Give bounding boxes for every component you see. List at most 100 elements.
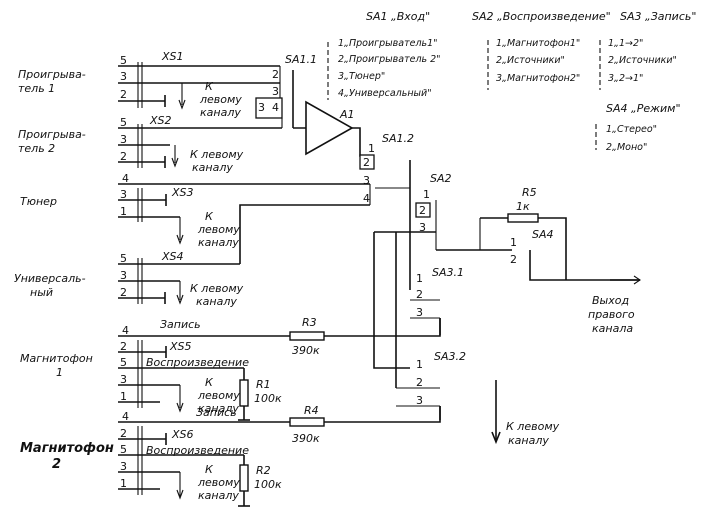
svg-text:XS1: XS1 <box>161 50 184 63</box>
svg-text:2„Источники": 2„Источники" <box>496 55 565 66</box>
svg-text:SA1.2: SA1.2 <box>382 132 414 145</box>
svg-text:XS3: XS3 <box>171 186 194 199</box>
source-player2-line1: Проигрыва- <box>18 128 86 141</box>
svg-text:1„Проигрыватель1": 1„Проигрыватель1" <box>338 38 438 49</box>
svg-text:правого: правого <box>588 308 635 321</box>
svg-text:левому: левому <box>197 476 240 489</box>
svg-text:2: 2 <box>416 376 423 389</box>
svg-text:2„Моно": 2„Моно" <box>606 142 647 153</box>
to-left-channel-6: К левому каналу <box>176 463 240 502</box>
svg-text:Запись: Запись <box>196 406 237 419</box>
svg-text:3„Тюнер": 3„Тюнер" <box>338 71 385 82</box>
switch-sa4: SA4 1 2 <box>510 228 640 281</box>
svg-text:2: 2 <box>120 286 127 299</box>
svg-text:К левому: К левому <box>190 148 244 161</box>
svg-text:XS5: XS5 <box>169 340 192 353</box>
svg-text:2: 2 <box>272 68 279 81</box>
source-player1-line2: тель 1 <box>18 82 55 95</box>
svg-text:1„Магнитофон1": 1„Магнитофон1" <box>496 38 580 49</box>
svg-text:3: 3 <box>120 269 127 282</box>
svg-text:SA4 „Режим": SA4 „Режим" <box>606 102 681 115</box>
svg-text:каналу: каналу <box>508 434 549 447</box>
resistor-r5: R5 1к <box>479 186 567 280</box>
svg-text:1: 1 <box>510 236 517 249</box>
svg-text:SA3.1: SA3.1 <box>432 266 464 279</box>
svg-text:SA1.1: SA1.1 <box>285 53 317 66</box>
svg-text:3„Магнитофон2": 3„Магнитофон2" <box>496 73 580 84</box>
svg-text:390к: 390к <box>292 432 320 445</box>
svg-text:К: К <box>205 80 214 93</box>
to-left-channel-2: К левому каналу <box>171 145 244 174</box>
svg-text:2: 2 <box>510 253 517 266</box>
connector-xs2: 5 3 2 XS2 <box>118 114 282 168</box>
svg-text:XS4: XS4 <box>161 250 184 263</box>
svg-text:2: 2 <box>419 204 426 217</box>
svg-text:3: 3 <box>120 188 127 201</box>
to-left-channel-3: К левому каналу <box>176 210 240 249</box>
to-left-channel-bottom: К левому каналу <box>491 380 560 447</box>
svg-text:A1: A1 <box>339 108 355 121</box>
svg-text:1: 1 <box>423 188 430 201</box>
svg-text:каналу: каналу <box>192 161 233 174</box>
svg-text:3: 3 <box>120 133 127 146</box>
svg-text:3: 3 <box>120 460 127 473</box>
svg-text:3: 3 <box>272 85 279 98</box>
svg-text:2: 2 <box>363 156 370 169</box>
resistor-r2: R2 100к <box>238 455 282 507</box>
svg-text:100к: 100к <box>254 478 282 491</box>
svg-text:1: 1 <box>416 358 423 371</box>
svg-text:XS2: XS2 <box>149 114 172 127</box>
connector-xs3: 4 3 1 XS3 <box>118 172 370 222</box>
svg-text:4: 4 <box>363 192 370 205</box>
svg-text:К: К <box>205 210 214 223</box>
switch-sa2: SA2 1 2 3 <box>374 172 512 251</box>
svg-text:каналу: каналу <box>198 236 239 249</box>
svg-text:каналу: каналу <box>198 489 239 502</box>
svg-text:R5: R5 <box>522 186 537 199</box>
connector-xs5: 4 2 5 3 1 Запись XS5 Воспроизведение <box>118 318 300 408</box>
source-tape2-line2: 2 <box>52 457 61 472</box>
source-player2-line2: тель 2 <box>18 142 55 155</box>
svg-text:канала: канала <box>592 322 633 335</box>
resistor-r4: R4 390к <box>289 404 441 445</box>
output-right-channel: Выход правого канала <box>588 275 641 335</box>
svg-text:5: 5 <box>120 443 127 456</box>
connector-xs6: 4 2 5 3 1 Запись XS6 Воспроизведение <box>118 406 290 495</box>
svg-text:1: 1 <box>120 477 127 490</box>
opamp-a1: A1 <box>305 100 368 157</box>
svg-text:SA3 „Запись": SA3 „Запись" <box>620 10 696 23</box>
svg-text:5: 5 <box>120 116 127 129</box>
svg-text:2: 2 <box>120 340 127 353</box>
svg-text:левому: левому <box>199 93 242 106</box>
svg-text:1: 1 <box>120 390 127 403</box>
svg-text:2: 2 <box>120 427 127 440</box>
svg-text:каналу: каналу <box>196 295 237 308</box>
svg-text:К: К <box>205 376 214 389</box>
svg-text:SA1 „Вход": SA1 „Вход" <box>366 10 430 23</box>
svg-text:Воспроизведение: Воспроизведение <box>146 444 249 457</box>
source-tuner: Тюнер <box>20 195 57 208</box>
svg-text:2: 2 <box>120 150 127 163</box>
svg-text:3: 3 <box>120 70 127 83</box>
svg-text:390к: 390к <box>292 344 320 357</box>
svg-text:4: 4 <box>272 101 279 114</box>
svg-text:левому: левому <box>197 389 240 402</box>
connector-xs1: 5 3 2 XS1 <box>118 50 280 108</box>
svg-text:R1: R1 <box>256 378 271 391</box>
switch-sa1-2: SA1.2 1 2 3 4 <box>359 132 414 290</box>
svg-text:3: 3 <box>416 394 423 407</box>
svg-text:3„2→1": 3„2→1" <box>608 73 643 84</box>
svg-text:5: 5 <box>120 54 127 67</box>
svg-text:SA4: SA4 <box>532 228 554 241</box>
legend-sa3: SA3 „Запись" 1„1→2" 2„Источники" 3„2→1" <box>599 10 696 90</box>
svg-text:Воспроизведение: Воспроизведение <box>146 356 249 369</box>
svg-text:R3: R3 <box>302 316 317 329</box>
svg-text:3: 3 <box>419 221 426 234</box>
svg-text:1: 1 <box>416 272 423 285</box>
svg-text:2„Источники": 2„Источники" <box>608 55 677 66</box>
legend-sa4: SA4 „Режим" 1„Стерео" 2„Моно" <box>595 102 681 153</box>
svg-text:К левому: К левому <box>190 282 244 295</box>
svg-text:100к: 100к <box>254 392 282 405</box>
legend-sa2: SA2 „Воспроизведение" 1„Магнитофон1" 2„И… <box>472 10 611 90</box>
